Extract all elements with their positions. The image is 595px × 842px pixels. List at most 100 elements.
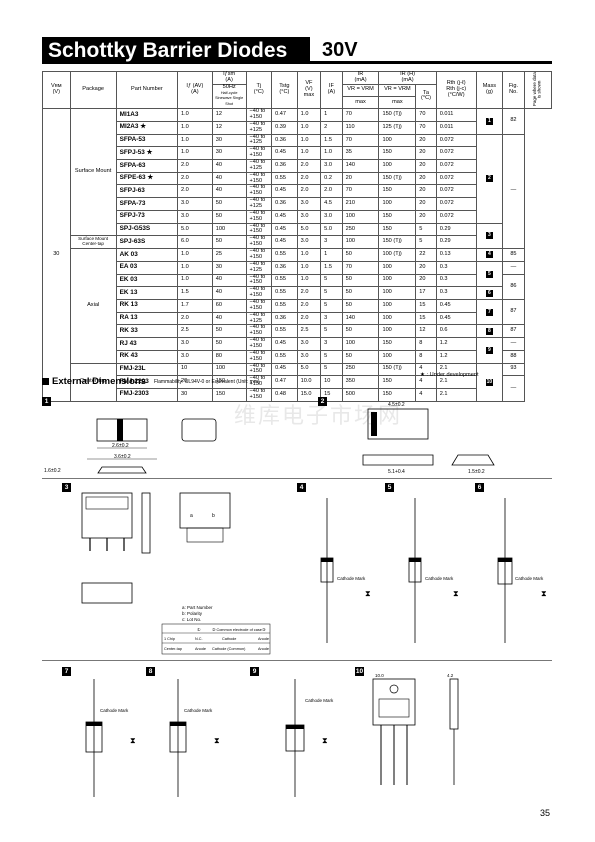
cell: 50 xyxy=(211,197,247,211)
cell: 8 xyxy=(415,349,437,364)
cell: 0.072 xyxy=(435,209,477,224)
cell: 0.36 xyxy=(271,133,298,148)
cell: 40 xyxy=(211,286,247,300)
cell: −40 to +125 xyxy=(245,133,273,148)
cell: 1.0 xyxy=(177,133,213,148)
part-number: SFPA-63 xyxy=(115,159,179,173)
cell: −40 to +150 xyxy=(245,209,273,224)
cell: 1.0 xyxy=(296,108,322,122)
cell: −40 to +150 xyxy=(245,184,273,199)
part-number: MI2A3 ★ xyxy=(115,120,179,135)
cell: −40 to +125 xyxy=(245,159,273,173)
cell: 1.0 xyxy=(177,120,213,135)
cell: 140 xyxy=(341,311,380,326)
cell: 4 xyxy=(415,375,437,389)
cell: 125 (Tj) xyxy=(378,120,417,135)
svg-text:⧗: ⧗ xyxy=(453,589,459,598)
cell: −40 to +150 xyxy=(245,362,273,377)
cell: 0.36 xyxy=(271,311,298,326)
cell: 3.0 xyxy=(320,209,343,224)
part-number: RK 13 xyxy=(115,298,179,313)
cell: 10.0 xyxy=(296,375,322,389)
cell: 2.5 xyxy=(177,324,213,339)
header-irh-cond: VR = VRM xyxy=(378,83,417,97)
figure-3: 3 a b a: Part Number b: Polarity c: Lot … xyxy=(62,483,272,658)
page-ref: — xyxy=(502,133,525,250)
cell: 1.0 xyxy=(177,248,213,262)
cell: 2.0 xyxy=(320,184,343,199)
cell: −40 to +150 xyxy=(245,324,273,339)
cell: 150 (Tj) xyxy=(378,108,417,122)
figure-10: 10 10.0 4.2 xyxy=(355,667,505,807)
cell: 150 xyxy=(378,146,417,161)
fig-label-6: 6 xyxy=(475,483,484,492)
under-development-note: ★ : Under development xyxy=(420,372,479,378)
svg-text:1.5±0.2: 1.5±0.2 xyxy=(468,469,485,475)
cell: 50 xyxy=(341,349,380,364)
part-number: SFPJ-63 xyxy=(115,184,179,199)
cell: 0.072 xyxy=(435,197,477,211)
cell: 0.47 xyxy=(271,375,298,389)
cell: 0.45 xyxy=(271,184,298,199)
figure-8-drawing: Cathode Mark ⧗ xyxy=(169,679,220,797)
cell: 50 xyxy=(341,273,380,288)
cell: 15 xyxy=(415,298,437,313)
cell: 2.0 xyxy=(177,311,213,326)
part-number: MI1A3 xyxy=(115,108,179,122)
svg-text:⧗: ⧗ xyxy=(322,736,328,745)
svg-text:2.6±0.2: 2.6±0.2 xyxy=(112,443,129,449)
figure-4: 4 Cathode Mark ⧗ xyxy=(297,483,382,658)
cell: 1.0 xyxy=(296,260,322,275)
cell: 2.0 xyxy=(296,184,322,199)
part-number: AK 03 xyxy=(115,248,179,262)
cell: 150 xyxy=(378,375,417,389)
cell: 40 xyxy=(211,273,247,288)
svg-text:⧗: ⧗ xyxy=(214,736,220,745)
fig4-cathode-mark: Cathode Mark xyxy=(337,576,366,581)
cell: 0.36 xyxy=(271,159,298,173)
figure-7: 7 Cathode Mark ⧗ xyxy=(62,667,147,807)
svg-text:a: a xyxy=(190,513,193,519)
cell: 8 xyxy=(415,337,437,351)
cell: 150 (Tj) xyxy=(378,362,417,377)
header-ir-max: max xyxy=(341,95,380,110)
part-number: SFPJ-73 xyxy=(115,209,179,224)
fig3-legend-b: b: Polarity xyxy=(182,611,203,616)
cell: 0.29 xyxy=(435,235,477,250)
header-mass: Mass(g) xyxy=(475,70,504,110)
fig3-legend-a: a: Part Number xyxy=(182,605,213,610)
cell: 1.0 xyxy=(177,260,213,275)
header-rth: Rth (j-ℓ)Rth (j-c)(°C/W) xyxy=(435,70,477,110)
cell: 20 xyxy=(415,260,437,275)
part-number: SFPA-73 xyxy=(115,197,179,211)
voltage-title: 30V xyxy=(322,39,358,61)
cell: 0.011 xyxy=(435,120,477,135)
cell: 1 xyxy=(320,108,343,122)
fig-number: 8 xyxy=(475,324,504,339)
cell: 0.072 xyxy=(435,133,477,148)
fig3-r1-2: Cathode xyxy=(222,637,236,641)
cell: 2.0 xyxy=(177,171,213,186)
cell: 250 xyxy=(341,362,380,377)
fig-label-8: 8 xyxy=(146,667,155,676)
cell: 5 xyxy=(320,273,343,288)
cell: 0.3 xyxy=(435,260,477,275)
part-number: RK 43 xyxy=(115,349,179,364)
figure-3-drawing: a b a: Part Number b: Polarity c: Lot No… xyxy=(81,492,271,655)
spec-table: Vʀᴍ(V) Package Part Number Iƒ (AV)(A) Iƒ… xyxy=(42,70,553,402)
cell: 100 xyxy=(378,260,417,275)
fig-label-7: 7 xyxy=(62,667,71,676)
figure-9: 9 Cathode Mark ⧗ xyxy=(250,667,335,807)
cell: 3.0 xyxy=(177,209,213,224)
header-page-ref: Page where data is shown xyxy=(523,70,553,110)
svg-text:⧗: ⧗ xyxy=(130,736,136,745)
cell: 0.55 xyxy=(271,349,298,364)
fig-label-1: 1 xyxy=(42,397,51,406)
cell: 0.29 xyxy=(435,222,477,237)
